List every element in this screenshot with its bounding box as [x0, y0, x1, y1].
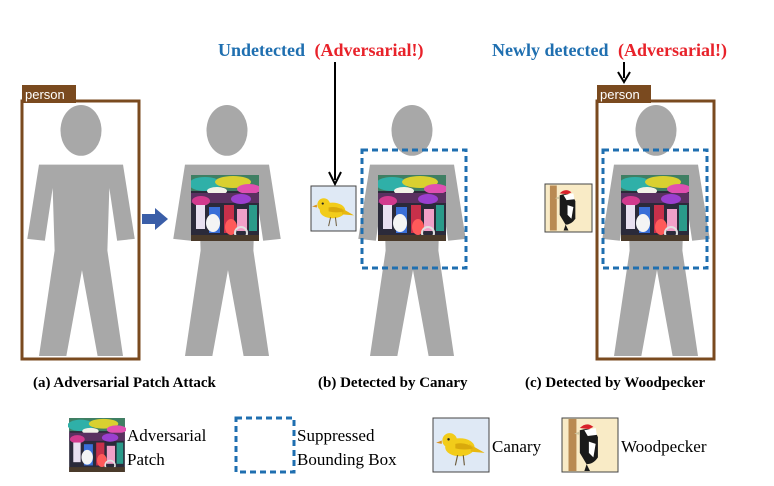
right-arrow-icon	[142, 208, 168, 230]
person-bounding-box-c	[595, 99, 716, 361]
adversarial-patch-icon-c	[621, 175, 689, 241]
legend-patch-label-2: Patch	[127, 450, 165, 469]
legend-suppressed-box-icon	[234, 416, 296, 474]
person-tag-a: person	[25, 87, 65, 102]
down-arrow-head-c	[617, 71, 631, 84]
newly-detected-annotation: Newly detected (Adversarial!)	[492, 40, 727, 61]
legend: Adversarial Patch Suppressed Bounding Bo…	[68, 416, 707, 474]
legend-woodpecker-label: Woodpecker	[621, 437, 707, 456]
adversarial-patch-icon-a	[191, 175, 259, 241]
newly-suffix: (Adversarial!)	[618, 40, 727, 61]
person-silhouette-a	[27, 104, 135, 357]
caption-c: (c) Detected by Woodpecker	[525, 375, 705, 391]
person-tag-bg-c	[597, 85, 651, 103]
adversarial-patch-icon-b	[378, 175, 446, 241]
legend-patch-label-1: Adversarial	[127, 426, 207, 445]
person-tag-bg-a	[22, 85, 76, 103]
newly-prefix: Newly detected	[492, 40, 608, 60]
suppressed-bounding-box-b	[360, 148, 468, 270]
legend-patch-icon	[68, 418, 126, 472]
legend-canary-box	[432, 417, 490, 473]
suppressed-bounding-box-c	[601, 148, 709, 270]
panel-b: Undetected (Adversarial!) (b) Detected b…	[218, 40, 468, 391]
panel-a: person (a) Adversarial Patch Attack	[20, 85, 281, 391]
caption-a: (a) Adversarial Patch Attack	[33, 375, 217, 391]
down-arrow-head-b	[328, 171, 342, 187]
caption-b: (b) Detected by Canary	[318, 375, 468, 391]
undetected-annotation: Undetected (Adversarial!)	[218, 40, 423, 61]
panel-c: Newly detected (Adversarial!) person (c)…	[492, 40, 727, 391]
undetected-prefix: Undetected	[218, 40, 305, 60]
legend-suppressed-label-2: Bounding Box	[297, 450, 397, 469]
undetected-suffix: (Adversarial!)	[314, 40, 423, 61]
person-bounding-box-a	[20, 99, 141, 361]
legend-canary-label: Canary	[492, 437, 542, 456]
person-tag-c: person	[600, 87, 640, 102]
legend-suppressed-label-1: Suppressed	[297, 426, 375, 445]
